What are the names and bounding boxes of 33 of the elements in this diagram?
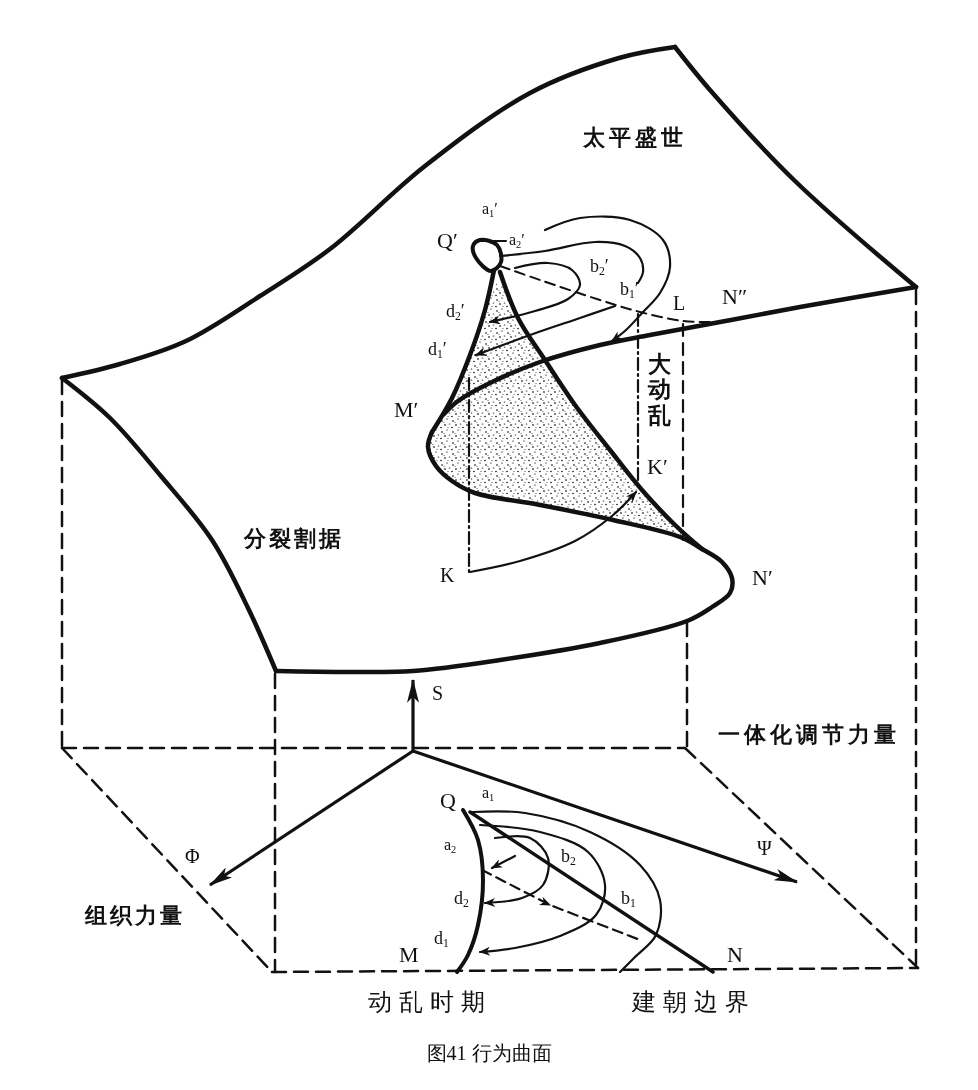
axis-label: S (432, 683, 444, 703)
point-label: Q (440, 790, 456, 812)
point-label: b$_{2}$′ (590, 257, 609, 278)
region-label: 大动乱 (648, 352, 671, 428)
axis-label: Φ (185, 846, 200, 866)
point-label: a$_{2}$′ (509, 232, 525, 250)
point-label: Q′ (437, 230, 458, 252)
region-label: 太平盛世 (583, 127, 687, 149)
point-label: N′ (752, 567, 773, 589)
point-label: b$_{2}$ (561, 847, 576, 868)
curve-label: 建朝边界 (632, 990, 756, 1014)
point-label: b$_{1}$′ (620, 280, 639, 301)
point-label: d$_{1}$′ (428, 340, 447, 361)
region-label: 分裂割据 (244, 528, 344, 550)
curve-label: 动乱时期 (368, 990, 492, 1014)
point-label: K (440, 565, 455, 585)
point-label: M (399, 944, 419, 966)
point-label: d$_{2}$′ (446, 302, 465, 323)
point-label: N (727, 944, 743, 966)
point-label: a$_{2}$ (444, 837, 457, 855)
point-label: M′ (394, 399, 419, 421)
axis-label: 组织力量 (85, 905, 185, 927)
axis-label: 一体化调节力量 (718, 724, 900, 746)
point-label: a$_{1}$ (482, 785, 495, 803)
point-label: d$_{1}$ (434, 929, 449, 950)
point-label: K′ (647, 456, 668, 478)
point-label: N″ (722, 286, 748, 308)
point-label: b$_{1}$ (621, 889, 636, 910)
point-label: a$_{1}$′ (482, 201, 498, 219)
point-label: L (673, 293, 686, 313)
figure-caption: 图41 行为曲面 (425, 1043, 553, 1063)
point-label: d$_{2}$ (454, 889, 469, 910)
axis-label: Ψ (757, 838, 772, 858)
